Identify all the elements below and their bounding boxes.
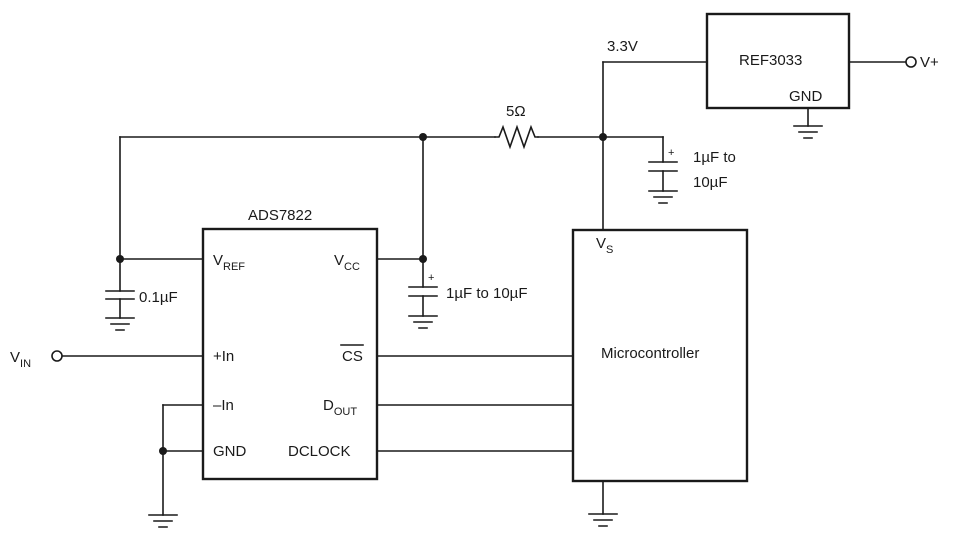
pin-adc-gnd: GND [213, 443, 247, 460]
pin-minus-in: –In [213, 397, 234, 414]
pin-vref-main: V [213, 252, 223, 269]
pin-vcc-main: V [334, 252, 344, 269]
resistor-zigzag [494, 124, 539, 150]
ground-icon [148, 514, 178, 528]
cap-vs-label-line2: 10µF [693, 174, 728, 191]
capacitor-vcc: + 1µF to 10µF [408, 258, 527, 317]
junction-dot [599, 133, 607, 141]
vin-label: VIN [10, 349, 31, 370]
pin-dout: DOUT [323, 397, 357, 418]
pin-vs: VS [596, 235, 613, 256]
ground-icon [408, 315, 438, 329]
vin-label-sub: IN [20, 358, 31, 370]
ground-icon [793, 125, 823, 139]
pin-vref: VREF [213, 252, 245, 273]
pin-dclock: DCLOCK [288, 443, 351, 460]
pin-plus-in: +In [213, 348, 234, 365]
vin-label-main: V [10, 349, 20, 366]
junction-dot [419, 133, 427, 141]
adc-title: ADS7822 [248, 207, 312, 224]
adc-block: ADS7822 VREF VCC +In –In GND CS DOUT DCL… [201, 207, 379, 481]
cap-vs-label-line1: 1µF to [693, 149, 736, 166]
ground-icon [105, 317, 135, 331]
cap-vcc-label: 1µF to 10µF [446, 285, 527, 302]
polarity-mark: + [668, 147, 674, 159]
pin-cs: CS [342, 348, 363, 365]
adc-body [201, 227, 379, 481]
pin-vs-sub: S [606, 244, 613, 256]
resistor-label: 5Ω [506, 103, 526, 120]
pin-vcc-sub: CC [344, 261, 360, 273]
capacitor-vref: 0.1µF [105, 258, 178, 319]
cap-vref-label: 0.1µF [139, 289, 178, 306]
ground-icon [648, 190, 678, 204]
mcu-body [571, 228, 749, 483]
pin-vref-sub: REF [223, 261, 245, 273]
vplus-label: V+ [920, 54, 939, 71]
pin-dout-main: D [323, 397, 334, 414]
reference-block: REF3033 GND [705, 12, 851, 110]
terminal-circle-icon [905, 56, 917, 68]
pin-ref-gnd: GND [789, 88, 823, 105]
reference-label: REF3033 [739, 52, 802, 69]
reference-body [705, 12, 851, 110]
terminal-circle-icon [51, 350, 63, 362]
resistor-5ohm: 5Ω [494, 103, 539, 150]
ground-icon [588, 513, 618, 527]
supply-voltage-label: 3.3V [607, 38, 638, 55]
vin-terminal: VIN [10, 349, 63, 370]
ground-symbols [105, 125, 823, 528]
vplus-terminal: V+ [905, 54, 939, 71]
junction-dot [159, 447, 167, 455]
capacitor-vs: + 1µF to 10µF [648, 136, 736, 192]
pin-dout-sub: OUT [334, 406, 358, 418]
mcu-label: Microcontroller [601, 345, 699, 362]
pin-vs-main: V [596, 235, 606, 252]
polarity-mark: + [428, 272, 434, 284]
mcu-block: VS Microcontroller [571, 228, 749, 483]
pin-vcc: VCC [334, 252, 360, 273]
